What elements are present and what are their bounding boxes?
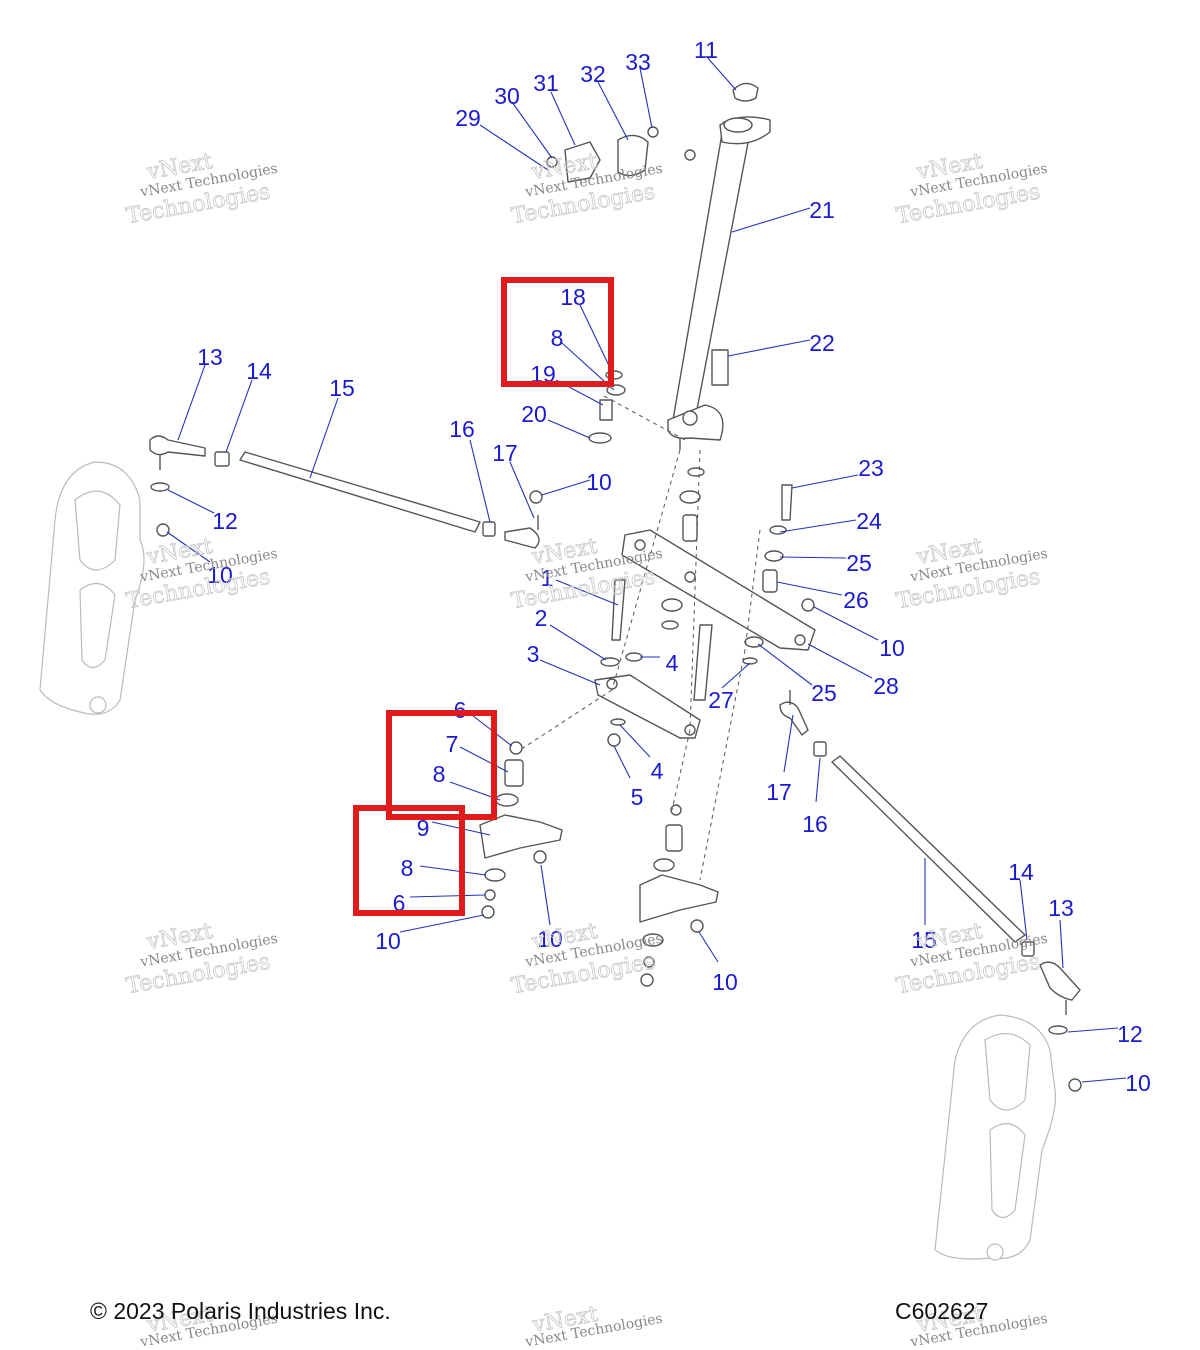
callout-number: 32 [580,61,606,87]
watermark: vNext vNext Technologies Technologies [124,149,279,230]
callout-number: 15 [329,375,355,401]
callout-number: 10 [879,635,905,661]
callout-number: 11 [694,37,718,63]
left-mount [479,741,563,919]
callout-number: 8 [401,855,414,881]
watermark: vNext vNext Technologies Technologies [509,534,664,615]
callout-number: 23 [858,455,884,481]
watermarks: vNext vNext Technologies Technologies vN… [124,149,1049,1350]
drag-link [621,529,816,651]
center-hardware [529,467,815,747]
highlight-box-upper-mount-stack [386,710,497,820]
left-tie-rod [149,435,540,549]
callout-number: 26 [843,587,869,613]
callout-number: 4 [666,650,679,676]
callout-number: 4 [651,758,664,784]
callout-number: 14 [1008,859,1034,885]
callout-number: 29 [455,105,481,131]
callout-number: 13 [1048,895,1074,921]
callout-number: 30 [494,83,520,109]
callout-number: 5 [631,784,644,810]
callout-number: 31 [533,70,559,96]
callout-number: 13 [197,344,223,370]
watermark: vNext vNext Technologies [523,1302,664,1350]
watermark: vNext vNext Technologies Technologies [124,534,279,615]
leader-lines [166,55,1127,1083]
highlight-boxes [353,277,614,916]
callout-number: 12 [1117,1021,1143,1047]
callout-number: 9 [417,815,430,841]
callout-number: 7 [446,731,459,757]
callout-number: 10 [1125,1070,1151,1096]
callout-number: 21 [809,197,835,223]
callout-number: 24 [856,508,882,534]
highlight-box-lower-mount-stack [353,805,465,916]
callout-number: 20 [521,401,547,427]
callout-number: 25 [846,550,872,576]
highlight-box-column-hardware [501,277,614,387]
steering-column [667,116,771,450]
callout-number: 8 [551,325,564,351]
right-spindle [934,1014,1057,1261]
watermark: vNext vNext Technologies Technologies [509,149,664,230]
callout-number: 18 [560,284,586,310]
alignment-lines [519,395,761,881]
callout-number: 22 [809,330,835,356]
callout-number: 16 [802,811,828,837]
callout-number: 10 [712,969,738,995]
figure-code: C602627 [895,1298,989,1324]
right-tie-rod [779,690,1082,1092]
parts-artwork [39,82,1082,1261]
callout-number: 17 [766,779,792,805]
callout-number: 33 [625,49,651,75]
watermark: vNext vNext Technologies Technologies [124,919,279,1000]
callout-number: 8 [433,761,446,787]
callout-number: 15 [911,927,937,953]
callout-number: 14 [246,358,272,384]
callout-number: 12 [212,508,238,534]
idler-arm [594,674,701,739]
callout-number: 10 [375,928,401,954]
callout-number: 6 [393,890,406,916]
callout-number: 1 [541,565,554,591]
left-spindle [39,461,145,715]
watermark: vNext vNext Technologies Technologies [894,534,1049,615]
callout-number: 10 [207,562,233,588]
callout-number: 2 [535,605,548,631]
callout-number: 25 [811,680,837,706]
callout-number: 10 [537,926,563,952]
callout-number: 17 [492,440,518,466]
clamp-assembly [546,126,696,183]
watermark: vNext vNext Technologies Technologies [894,149,1049,230]
copyright-notice: © 2023 Polaris Industries Inc. [90,1298,391,1324]
callout-number: 28 [873,673,899,699]
callout-number: 27 [708,687,734,713]
right-mount [639,804,719,987]
watermark: vNext vNext Technologies Technologies [894,919,1049,1000]
callout-number: 10 [586,469,612,495]
column-cap [732,82,759,102]
callout-number: 16 [449,416,475,442]
callout-number: 3 [527,641,540,667]
